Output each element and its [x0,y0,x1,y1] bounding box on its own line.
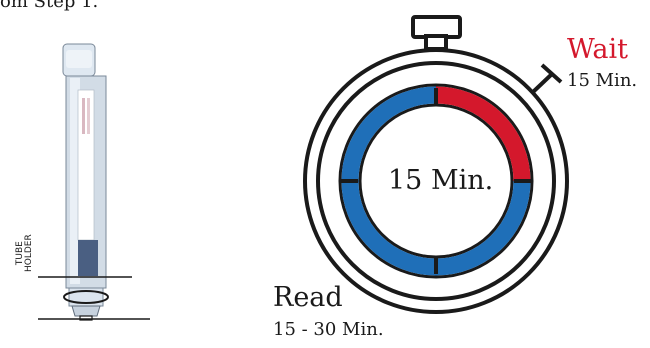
holder-label-line2: HOLDER [25,234,34,272]
wait-label: Wait [567,34,628,65]
test-tube [38,44,150,320]
read-duration: 15 - 30 Min. [273,319,384,340]
tube-holder-label: TUBE HOLDER [16,234,34,272]
read-label: Read [273,282,343,313]
sample-liquid [78,240,98,276]
wait-duration: 15 Min. [567,70,637,91]
center-duration: 15 Min. [388,165,493,196]
